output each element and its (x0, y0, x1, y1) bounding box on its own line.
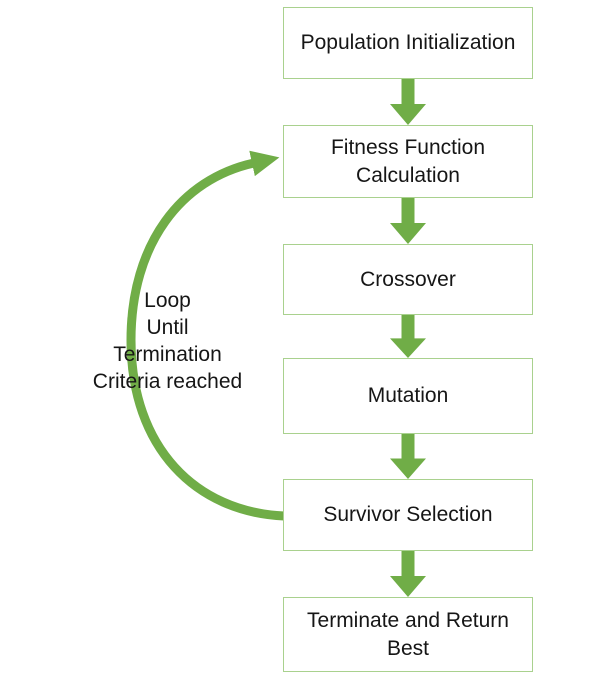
loop-label-line: Criteria reached (92, 370, 243, 393)
node-mutation: Mutation (283, 358, 533, 434)
down-arrow-icon (390, 551, 426, 597)
loop-label-line: Loop (144, 289, 191, 312)
down-arrow-icon (390, 434, 426, 479)
down-arrow-icon (390, 198, 426, 244)
node-label: Mutation (367, 384, 449, 408)
loop-label-line: Until (146, 316, 189, 339)
down-arrow-icon (390, 79, 426, 125)
down-arrow-icon (390, 315, 426, 358)
loop-label: Loop Until Termination Criteria reached (55, 287, 280, 395)
node-crossover: Crossover (283, 244, 533, 315)
node-label: Terminate and Return Best (307, 609, 509, 660)
loop-label-line: Termination (113, 343, 222, 366)
node-label: Population Initialization (300, 31, 516, 55)
node-label: Survivor Selection (323, 503, 493, 527)
node-survivor-selection: Survivor Selection (283, 479, 533, 551)
node-label: Fitness Function Calculation (330, 136, 486, 187)
node-fitness-function-calculation: Fitness Function Calculation (283, 125, 533, 198)
node-population-initialization: Population Initialization (283, 7, 533, 79)
node-label: Crossover (360, 267, 456, 291)
node-terminate-and-return-best: Terminate and Return Best (283, 597, 533, 672)
